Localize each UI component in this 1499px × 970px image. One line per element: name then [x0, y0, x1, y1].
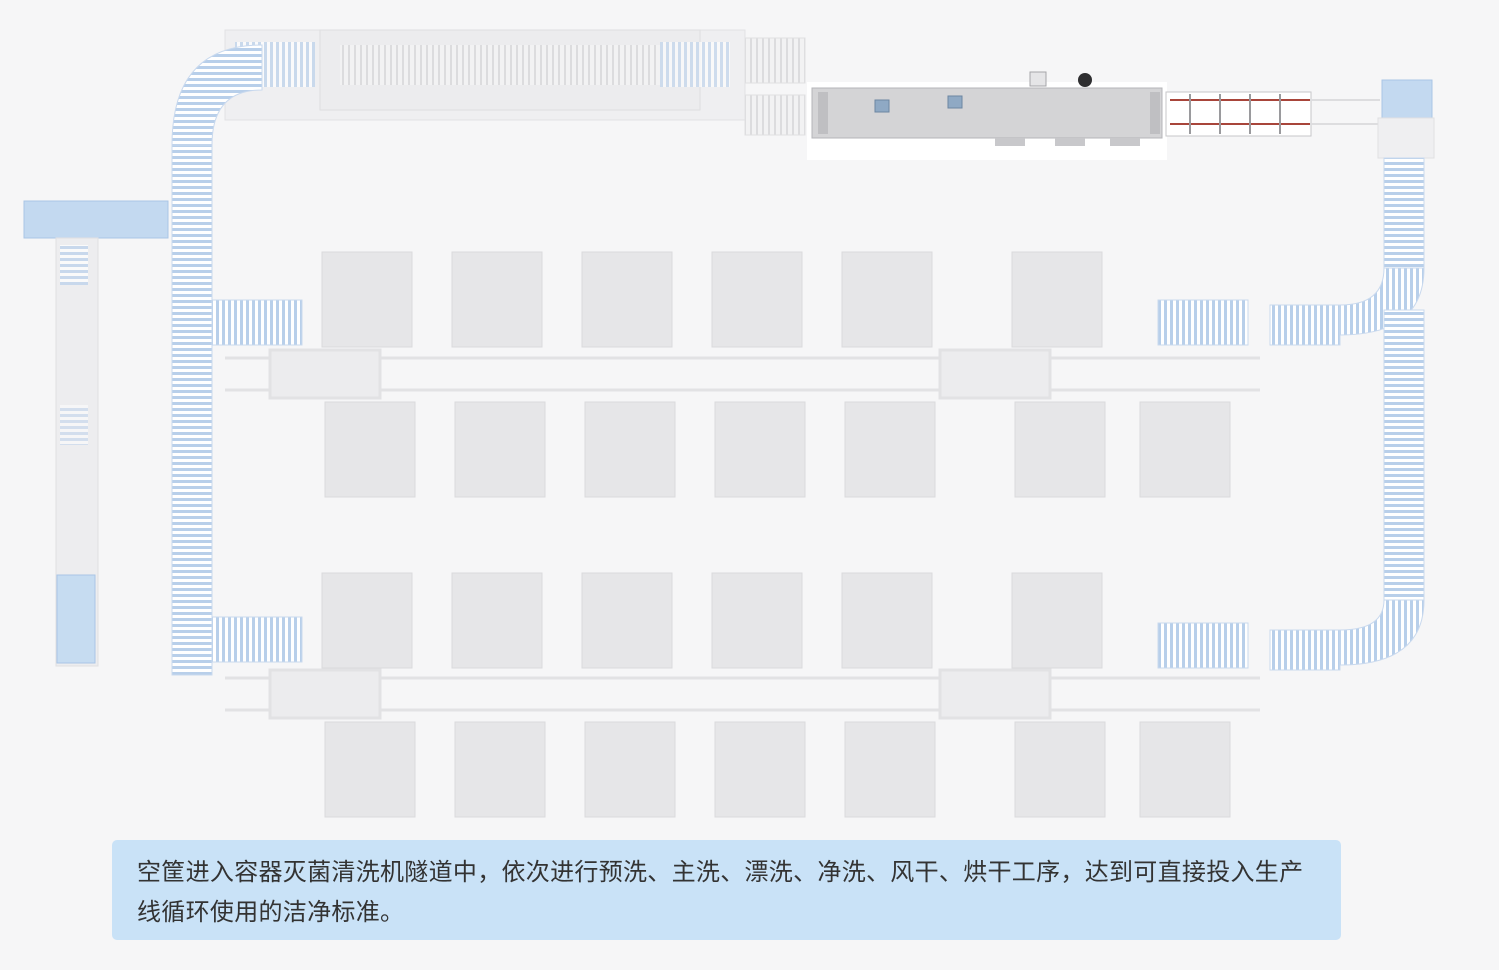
horizontal-rails: [225, 348, 1260, 720]
right-vertical-conveyor: [1339, 157, 1425, 666]
tunnel-washer-icon: [807, 71, 1380, 160]
machine-station-icon: [321, 251, 1231, 818]
caption-text: 空筐进入容器灭菌清洗机隧道中，依次进行预洗、主洗、漂洗、净洗、风干、烘干工序，达…: [137, 858, 1304, 926]
left-entry-line: [23, 200, 169, 667]
right-transfer-station: [1377, 79, 1435, 159]
left-vertical-conveyor: [171, 144, 213, 676]
description-caption: 空筐进入容器灭菌清洗机隧道中，依次进行预洗、主洗、漂洗、净洗、风干、烘干工序，达…: [112, 840, 1341, 940]
top-conveyor: [224, 29, 806, 136]
side-transfer-conveyors: [211, 299, 1341, 671]
top-left-curve-conveyor: [171, 44, 263, 146]
